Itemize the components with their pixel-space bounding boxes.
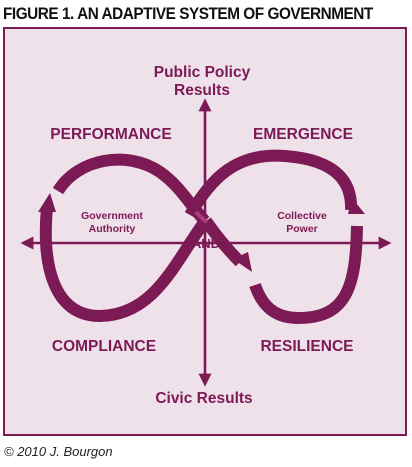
quadrant-label-resilience: RESILIENCE (260, 338, 353, 355)
loop-crossing-highlight (194, 210, 209, 224)
axis-label-top: Public Policy (154, 64, 251, 81)
loop-left-lower (39, 207, 210, 323)
quadrant-label-compliance: COMPLIANCE (52, 338, 156, 355)
axis-label-top-line2: Results (174, 82, 230, 99)
right-loop-arrowhead (348, 198, 365, 214)
loop-right-upper (184, 149, 358, 218)
label-government: Government (81, 210, 143, 222)
label-power: Power (286, 223, 318, 235)
axis-group (20, 98, 392, 387)
label-authority: Authority (89, 223, 136, 235)
loop-right-lower (249, 225, 363, 325)
quadrant-label-performance: PERFORMANCE (50, 126, 171, 143)
copyright-credit: © 2010 J. Bourgon (4, 444, 113, 459)
loop-arrowheads (38, 193, 365, 272)
label-and: AND (192, 236, 220, 251)
figure-title: FIGURE 1. AN ADAPTIVE SYSTEM OF GOVERNME… (3, 5, 373, 23)
label-collective: Collective (277, 210, 327, 222)
center-loop-arrowhead (233, 252, 252, 272)
loop-accent (194, 210, 209, 224)
quadrant-label-emergence: EMERGENCE (253, 126, 353, 143)
axis-label-bottom: Civic Results (155, 390, 252, 407)
left-loop-arrowhead (38, 193, 56, 212)
